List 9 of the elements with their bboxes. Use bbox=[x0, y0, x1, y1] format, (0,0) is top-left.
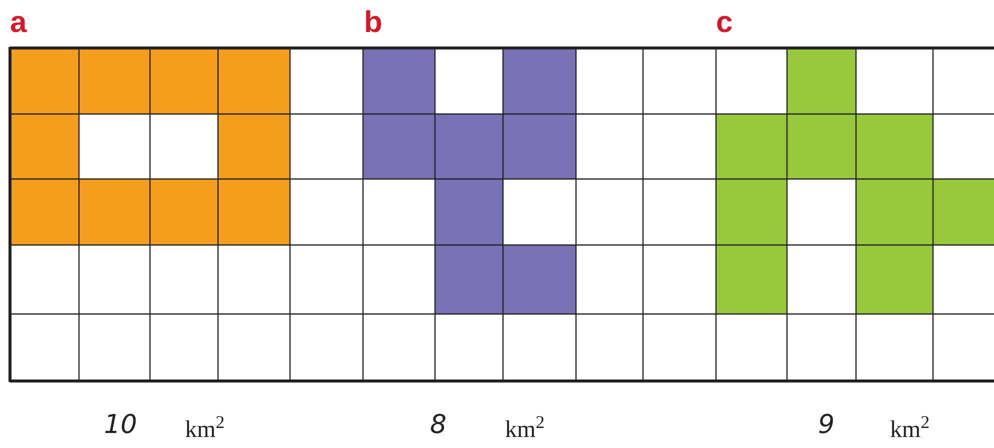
unit-label: km$^{2}$ bbox=[890, 418, 930, 442]
area-value: 9 bbox=[818, 412, 835, 438]
area-value: 10 bbox=[104, 412, 138, 438]
area-value: 8 bbox=[430, 412, 447, 438]
part-letter: a bbox=[10, 8, 27, 38]
unit-label: km$^{2}$ bbox=[185, 418, 225, 442]
part-letter: c bbox=[716, 8, 733, 38]
part-letter: b bbox=[364, 8, 382, 38]
unit-label: km$^{2}$ bbox=[505, 418, 545, 442]
